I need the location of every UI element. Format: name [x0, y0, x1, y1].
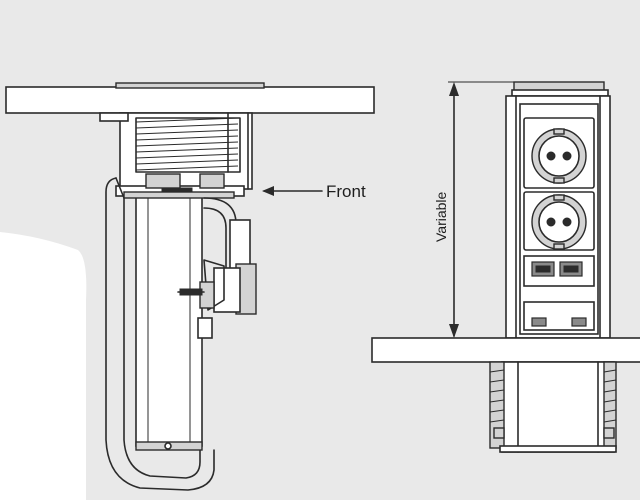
front-arrow: [262, 186, 323, 196]
side-lid: [115, 82, 265, 89]
socket-top: [523, 117, 595, 189]
side-pillar-body: [135, 189, 203, 447]
socket-bottom: [523, 191, 595, 251]
left-white-blob: [0, 232, 87, 500]
front-desk-slab: [371, 337, 640, 363]
side-clamp: [115, 173, 245, 199]
side-view: Front: [5, 82, 375, 491]
data-ports: [523, 255, 595, 287]
variable-label: Variable: [433, 191, 449, 242]
front-lower-housing: [489, 361, 617, 453]
side-cable-loop: [105, 177, 215, 491]
side-desk-slab: [5, 86, 375, 114]
front-label: Front: [326, 182, 366, 201]
front-view: Variable: [371, 81, 640, 453]
variable-dimension: [448, 81, 520, 338]
bottom-module: [523, 301, 595, 331]
side-plug-cable: [177, 197, 257, 339]
